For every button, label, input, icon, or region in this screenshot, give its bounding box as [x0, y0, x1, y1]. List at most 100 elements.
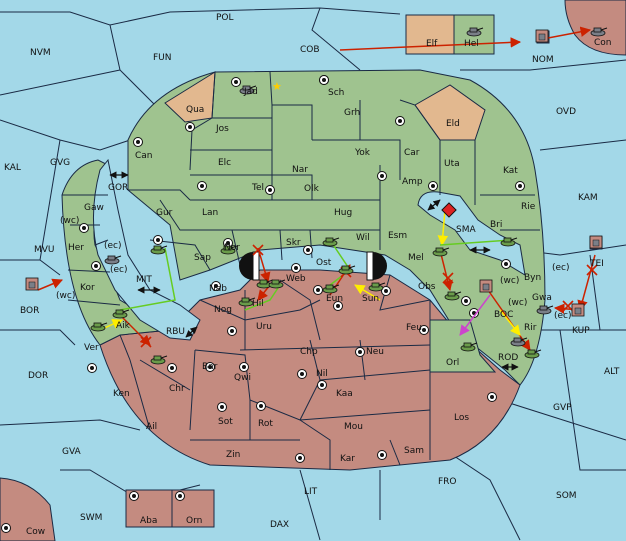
- land-label-rie: Rie: [521, 202, 536, 212]
- link-arrow-sma-n: [427, 199, 441, 211]
- army-unit[interactable]: [368, 282, 386, 292]
- land-label-nar: Nar: [292, 165, 308, 175]
- land-label-byn: Byn: [524, 273, 541, 283]
- army-unit[interactable]: [432, 247, 450, 257]
- army-unit[interactable]: [338, 265, 356, 275]
- sea-label-rod: ROD: [498, 353, 518, 363]
- army-unit[interactable]: [500, 237, 518, 247]
- land-label-hug: Hug: [334, 208, 352, 218]
- supply-center-dot: [380, 453, 384, 457]
- sea-label-rbu: RBU: [166, 327, 185, 337]
- army-unit[interactable]: [322, 237, 340, 247]
- army-unit[interactable]: [524, 349, 542, 359]
- land-label-sun: Sun: [362, 294, 379, 304]
- supply-center-dot: [220, 405, 224, 409]
- supply-center-dot: [518, 184, 522, 188]
- army-unit[interactable]: [536, 305, 554, 315]
- territory-con[interactable]: [564, 0, 626, 56]
- supply-center-dot: [156, 238, 160, 242]
- army-unit[interactable]: [466, 27, 484, 37]
- land-label-elc: Elc: [218, 158, 231, 168]
- failed-order-cross: [252, 244, 264, 256]
- fleet-unit[interactable]: [479, 279, 493, 293]
- supply-center-dot: [226, 241, 230, 245]
- supply-center-dot: [320, 383, 324, 387]
- land-label-obs: Obs: [418, 282, 436, 292]
- failed-order-cross: [586, 264, 598, 276]
- supply-center-dot: [214, 284, 218, 288]
- failed-order-cross: [562, 300, 574, 312]
- territory-elf[interactable]: [405, 14, 455, 55]
- land-label-wil: Wil: [356, 233, 370, 243]
- sea-label-tei: TEI: [589, 259, 604, 269]
- convoy-arrow: [437, 209, 449, 247]
- land-label-gur: Gur: [156, 208, 173, 218]
- supply-center-dot: [170, 366, 174, 370]
- army-unit[interactable]: [150, 245, 168, 255]
- supply-center-dot: [178, 494, 182, 498]
- dislodged-marker-icon[interactable]: [441, 202, 457, 218]
- supply-center-dot: [422, 328, 426, 332]
- fleet-unit[interactable]: [571, 303, 585, 317]
- army-unit[interactable]: [90, 322, 108, 332]
- army-unit[interactable]: [238, 297, 256, 307]
- land-label-mel: Mel: [408, 253, 424, 263]
- supply-center-dot: [336, 304, 340, 308]
- sea-label-nvm: NVM: [30, 48, 51, 58]
- supply-center-dot: [4, 526, 8, 530]
- fleet-unit[interactable]: [535, 29, 549, 43]
- land-label-kaa: Kaa: [336, 389, 353, 399]
- land-label-rot: Rot: [258, 419, 273, 429]
- land-label-bri: Bri: [490, 220, 502, 230]
- land-label-car: Car: [404, 148, 420, 158]
- land-label-eun: Eun: [326, 294, 343, 304]
- land-label-yok: Yok: [354, 148, 371, 158]
- land-label-uru: Uru: [256, 322, 272, 332]
- coast-label-ec3: (ec): [552, 263, 570, 273]
- support-line: [244, 284, 281, 311]
- army-unit[interactable]: [510, 337, 528, 347]
- supply-center-dot: [234, 80, 238, 84]
- army-unit[interactable]: [590, 27, 608, 37]
- move-arrow: [577, 254, 596, 312]
- army-unit[interactable]: [150, 355, 168, 365]
- sea-label-lit: LIT: [304, 487, 318, 497]
- supply-center-dot: [136, 140, 140, 144]
- supply-center-dot: [132, 494, 136, 498]
- land-label-con: Con: [594, 38, 612, 48]
- supply-center-dot: [82, 226, 86, 230]
- fleet-unit[interactable]: [25, 277, 39, 291]
- army-unit[interactable]: [444, 291, 462, 301]
- army-unit[interactable]: [460, 342, 478, 352]
- army-unit[interactable]: [220, 245, 238, 255]
- land-label-esm: Esm: [388, 231, 407, 241]
- supply-center-dot: [259, 404, 263, 408]
- territory-cow[interactable]: [0, 477, 56, 541]
- supply-center-dot: [298, 456, 302, 460]
- land-label-uta: Uta: [444, 159, 460, 169]
- land-label-aik: Aik: [116, 321, 131, 331]
- army-unit[interactable]: [112, 309, 130, 319]
- move-arrow: [547, 26, 592, 39]
- supply-center-dot: [200, 184, 204, 188]
- supply-center-dot: [358, 350, 362, 354]
- land-label-her: Her: [68, 243, 84, 253]
- supply-center-dot: [268, 188, 272, 192]
- land-label-neu: Neu: [366, 347, 384, 357]
- sea-label-kam: KAM: [578, 193, 598, 203]
- army-unit[interactable]: [239, 85, 257, 95]
- fleet-unit[interactable]: [589, 235, 603, 249]
- failed-order-cross: [140, 336, 152, 348]
- land-label-mou: Mou: [344, 422, 363, 432]
- sea-label-dor: DOR: [28, 371, 48, 381]
- army-unit[interactable]: [268, 279, 286, 289]
- sea-mit[interactable]: [93, 158, 201, 341]
- army-unit[interactable]: [104, 255, 122, 265]
- land-label-qwi: Qwi: [234, 373, 251, 383]
- army-unit[interactable]: [322, 284, 340, 294]
- orders: [37, 26, 596, 371]
- land-label-bar: Bar: [202, 362, 218, 372]
- land-label-nor: Nor: [224, 243, 240, 253]
